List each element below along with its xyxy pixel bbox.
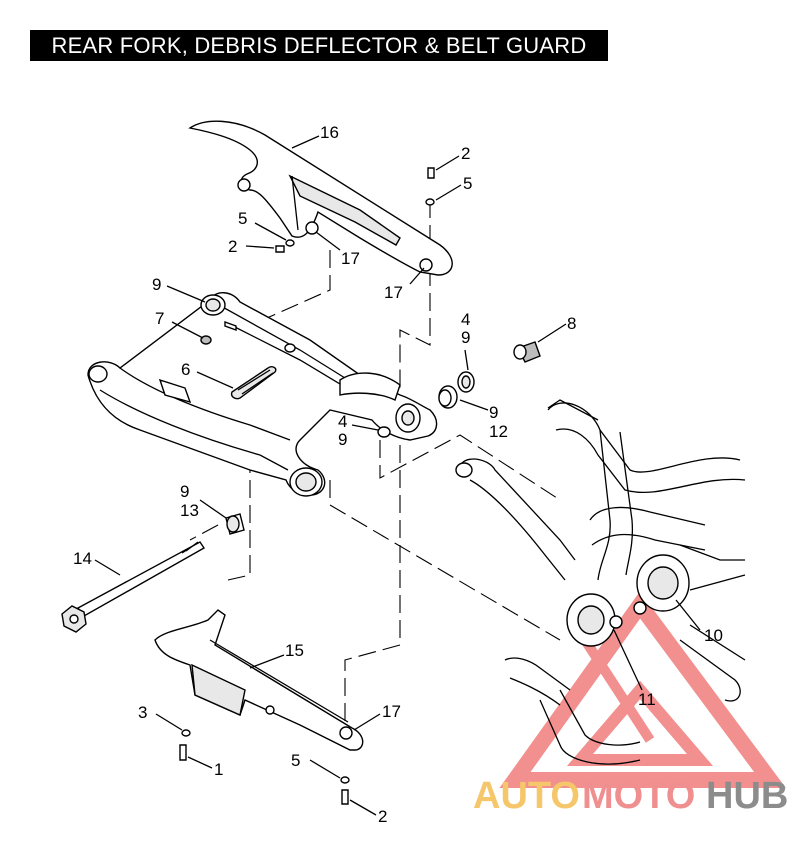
watermark-auto: AUTO	[473, 775, 580, 817]
lower-belt-guard-15	[154, 609, 364, 751]
callout-4: 4	[461, 310, 470, 329]
callout-7: 7	[155, 309, 164, 328]
axle-14	[61, 541, 205, 633]
callout-15: 15	[285, 641, 304, 660]
axle-spacer-13	[225, 513, 245, 535]
callout-13: 13	[180, 501, 199, 520]
belt-guard-16	[188, 120, 453, 276]
callout-6: 6	[181, 360, 190, 379]
callout-2: 2	[461, 144, 470, 163]
callout-9: 9	[489, 403, 498, 422]
watermark-moto: MOTO	[582, 775, 695, 817]
debris-deflector-6	[230, 366, 277, 400]
callout-17: 17	[384, 283, 403, 302]
callout-2: 2	[228, 237, 237, 256]
callout-17: 17	[341, 249, 360, 268]
hardware-fasteners	[179, 167, 435, 805]
watermark-hub: HUB	[706, 775, 788, 817]
diagram-title: REAR FORK, DEBRIS DEFLECTOR & BELT GUARD	[30, 30, 608, 61]
watermark-text: AUTO MOTO HUB	[473, 775, 788, 817]
callout-5: 5	[463, 174, 472, 193]
callout-9: 9	[461, 328, 470, 347]
callout-9: 9	[338, 430, 347, 449]
callout-2: 2	[378, 807, 387, 826]
callout-16: 16	[320, 123, 339, 142]
callout-12: 12	[489, 422, 508, 441]
callout-14: 14	[73, 549, 92, 568]
rear-fork	[87, 292, 438, 497]
callout-1: 1	[214, 760, 223, 779]
callout-5: 5	[238, 209, 247, 228]
pivot-bearings	[377, 341, 541, 438]
callout-10: 10	[704, 626, 723, 645]
callout-17: 17	[382, 702, 401, 721]
callout-5: 5	[291, 751, 300, 770]
leader-lines	[94, 135, 701, 816]
plug-7	[200, 335, 212, 345]
frame-tubes	[455, 399, 746, 765]
callout-11: 11	[638, 690, 656, 709]
callout-9: 9	[152, 275, 161, 294]
callout-4: 4	[338, 412, 347, 431]
callout-9: 9	[180, 482, 189, 501]
fork-pivot-bushing	[224, 321, 237, 331]
callout-3: 3	[138, 703, 147, 722]
callout-labels: 16 2 5 5 2 17 17 9 7 4 9 8 6 4 9 9 12 9 …	[73, 123, 723, 826]
callout-8: 8	[567, 314, 576, 333]
